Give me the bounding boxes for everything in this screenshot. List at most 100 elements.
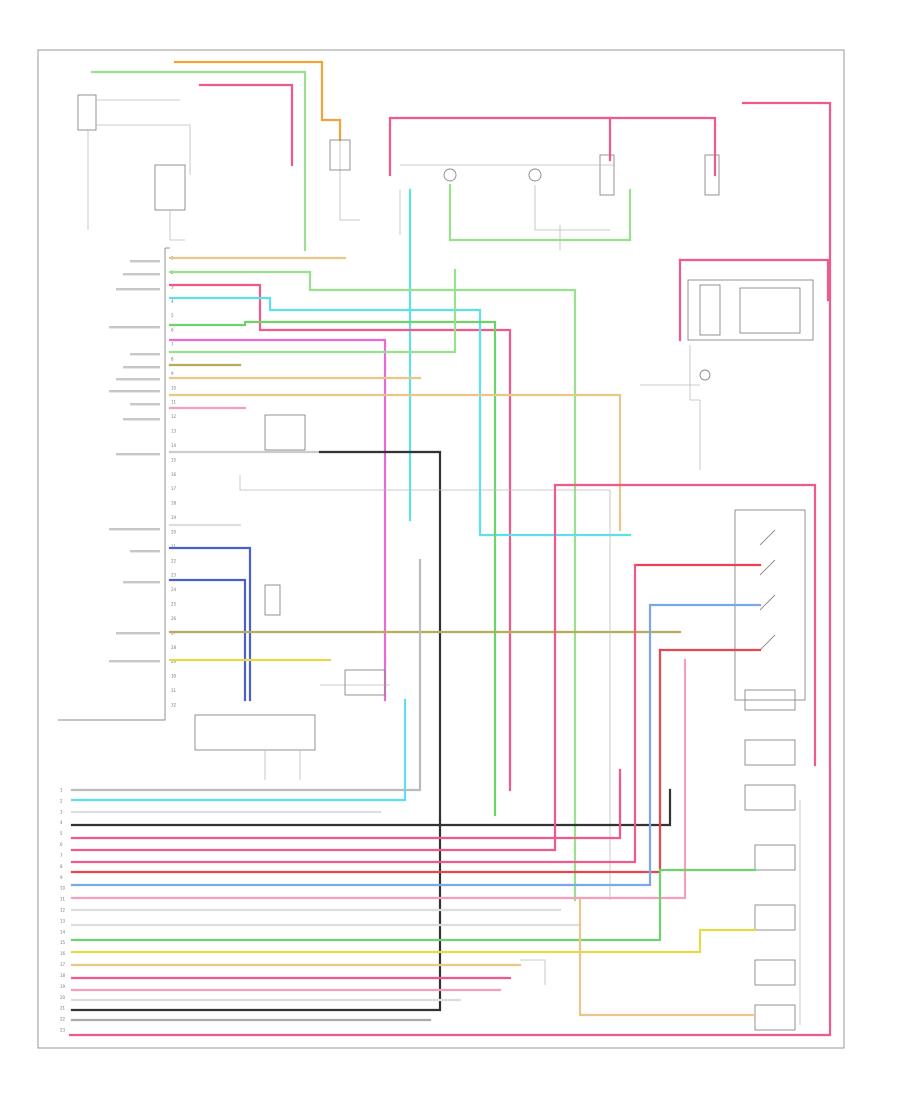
label-mark bbox=[116, 378, 160, 381]
harness-pin-8: 8 bbox=[60, 864, 63, 869]
sensor-1 bbox=[443, 168, 457, 182]
shift-solenoid-a bbox=[754, 844, 796, 871]
harness-pin-16: 16 bbox=[60, 951, 66, 956]
solenoid-1 bbox=[744, 689, 796, 711]
harness-pin-21: 21 bbox=[60, 1006, 66, 1011]
harness-pin-10: 10 bbox=[60, 886, 66, 891]
wire-pink-sw1 bbox=[553, 483, 817, 767]
module-pin-13: 13 bbox=[171, 429, 177, 434]
module-pin-31: 31 bbox=[171, 688, 177, 693]
module-pin-5: 5 bbox=[171, 313, 174, 318]
label-mark bbox=[123, 366, 160, 369]
module-pin-23: 23 bbox=[171, 573, 177, 578]
wire-pink-ign bbox=[678, 258, 830, 302]
label-mark bbox=[130, 550, 160, 553]
module-pin-6: 6 bbox=[171, 328, 174, 333]
hw-9 bbox=[70, 603, 652, 887]
wire-green-7 bbox=[168, 268, 457, 354]
label-mark bbox=[109, 326, 160, 329]
wire-pink-right-riser bbox=[68, 101, 832, 1037]
harness-pin-13: 13 bbox=[60, 918, 66, 923]
harness-pin-11: 11 bbox=[60, 897, 66, 902]
module-wires bbox=[70, 256, 682, 1012]
crank-sensor bbox=[699, 369, 711, 381]
module-pin-16: 16 bbox=[171, 472, 177, 477]
harness-pin-23: 23 bbox=[60, 1028, 66, 1033]
wire-magenta-6 bbox=[168, 338, 387, 702]
label-mark bbox=[130, 353, 160, 356]
top-wiring bbox=[68, 60, 832, 1037]
wire-blue-15 bbox=[168, 546, 252, 702]
sensor-4 bbox=[704, 154, 720, 196]
wire-blue-16 bbox=[168, 578, 247, 702]
fuel-pump bbox=[154, 164, 186, 211]
harness-pin-12: 12 bbox=[60, 908, 66, 913]
sensor-2 bbox=[528, 168, 542, 182]
harness-pin-22: 22 bbox=[60, 1017, 66, 1022]
right-components bbox=[553, 258, 830, 1031]
module-pin-25: 25 bbox=[171, 602, 177, 607]
hw-13 bbox=[70, 868, 757, 942]
harness-pin-14: 14 bbox=[60, 929, 66, 934]
module-pin-4: 4 bbox=[171, 299, 174, 304]
knock-sensor bbox=[264, 584, 281, 616]
module-pin-3: 3 bbox=[171, 284, 174, 289]
control-module bbox=[58, 247, 170, 721]
harness-pin-7: 7 bbox=[60, 853, 63, 858]
shift-solenoid-d bbox=[754, 1004, 796, 1031]
ignition-coil bbox=[699, 284, 721, 336]
module-pin-9: 9 bbox=[171, 371, 174, 376]
module-pin-22: 22 bbox=[171, 558, 177, 563]
wire-green-sensor bbox=[448, 183, 632, 242]
harness-pin-4: 4 bbox=[60, 820, 63, 825]
wire-orange-top bbox=[173, 60, 342, 142]
hw-5 bbox=[70, 768, 622, 840]
module-pin-18: 18 bbox=[171, 501, 177, 506]
distributor-box bbox=[687, 279, 814, 341]
module-pin-12: 12 bbox=[171, 414, 177, 419]
hw-4 bbox=[70, 788, 672, 827]
harness-pin-2: 2 bbox=[60, 798, 63, 803]
harness-pin-15: 15 bbox=[60, 940, 66, 945]
module-pin-21: 21 bbox=[171, 544, 177, 549]
oxygen-sensor-relay bbox=[329, 139, 351, 171]
harness-pin-19: 19 bbox=[60, 984, 66, 989]
wire-ltgreen-2 bbox=[168, 270, 577, 902]
wire-green-5 bbox=[168, 320, 497, 817]
label-mark bbox=[123, 273, 160, 276]
sensor-3 bbox=[599, 154, 615, 196]
ac-pressure-switch bbox=[264, 414, 306, 451]
module-pin-11: 11 bbox=[171, 400, 177, 405]
module-pin-29: 29 bbox=[171, 659, 177, 664]
wire-cyan-4 bbox=[168, 296, 632, 537]
module-pin-24: 24 bbox=[171, 587, 177, 592]
shift-solenoid-b bbox=[754, 904, 796, 931]
hw-7 bbox=[70, 563, 637, 864]
label-mark bbox=[116, 453, 160, 456]
vehicle-speed-sensor bbox=[194, 714, 316, 751]
module-pin-8: 8 bbox=[171, 356, 174, 361]
diagram-frame bbox=[37, 49, 845, 1049]
label-mark bbox=[130, 260, 160, 263]
bottom-harness bbox=[70, 483, 757, 1022]
harness-pin-5: 5 bbox=[60, 831, 63, 836]
harness-pin-6: 6 bbox=[60, 842, 63, 847]
dlc-connector bbox=[344, 669, 386, 696]
hw-6 bbox=[70, 483, 557, 852]
label-mark bbox=[130, 403, 160, 406]
module-pin-15: 15 bbox=[171, 457, 177, 462]
module-pin-20: 20 bbox=[171, 530, 177, 535]
wire-black-13 bbox=[70, 450, 442, 1012]
label-mark bbox=[116, 632, 160, 635]
hw-2 bbox=[70, 698, 407, 802]
module-pin-7: 7 bbox=[171, 342, 174, 347]
harness-pin-18: 18 bbox=[60, 973, 66, 978]
module-pin-28: 28 bbox=[171, 645, 177, 650]
wire-green-top bbox=[90, 70, 307, 252]
hw-20 bbox=[578, 898, 757, 1017]
label-mark bbox=[123, 581, 160, 584]
label-mark bbox=[116, 288, 160, 291]
wire-pink-bus bbox=[388, 116, 717, 177]
fuel-pump-relay bbox=[77, 94, 97, 131]
middle-components bbox=[194, 414, 611, 900]
